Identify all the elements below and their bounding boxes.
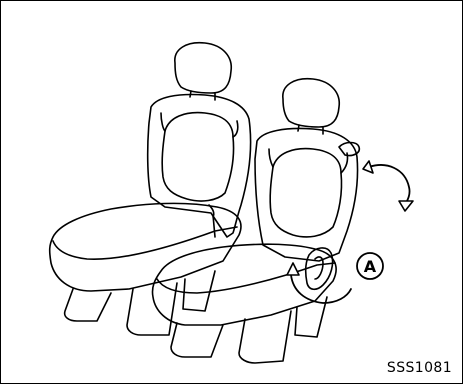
fold-arrow-icon [363,161,413,211]
callout-letter: A [364,257,377,276]
figure-code: SSS1081 [387,360,452,376]
right-seat-icon [152,79,359,363]
callout-a-marker: A [357,253,383,279]
